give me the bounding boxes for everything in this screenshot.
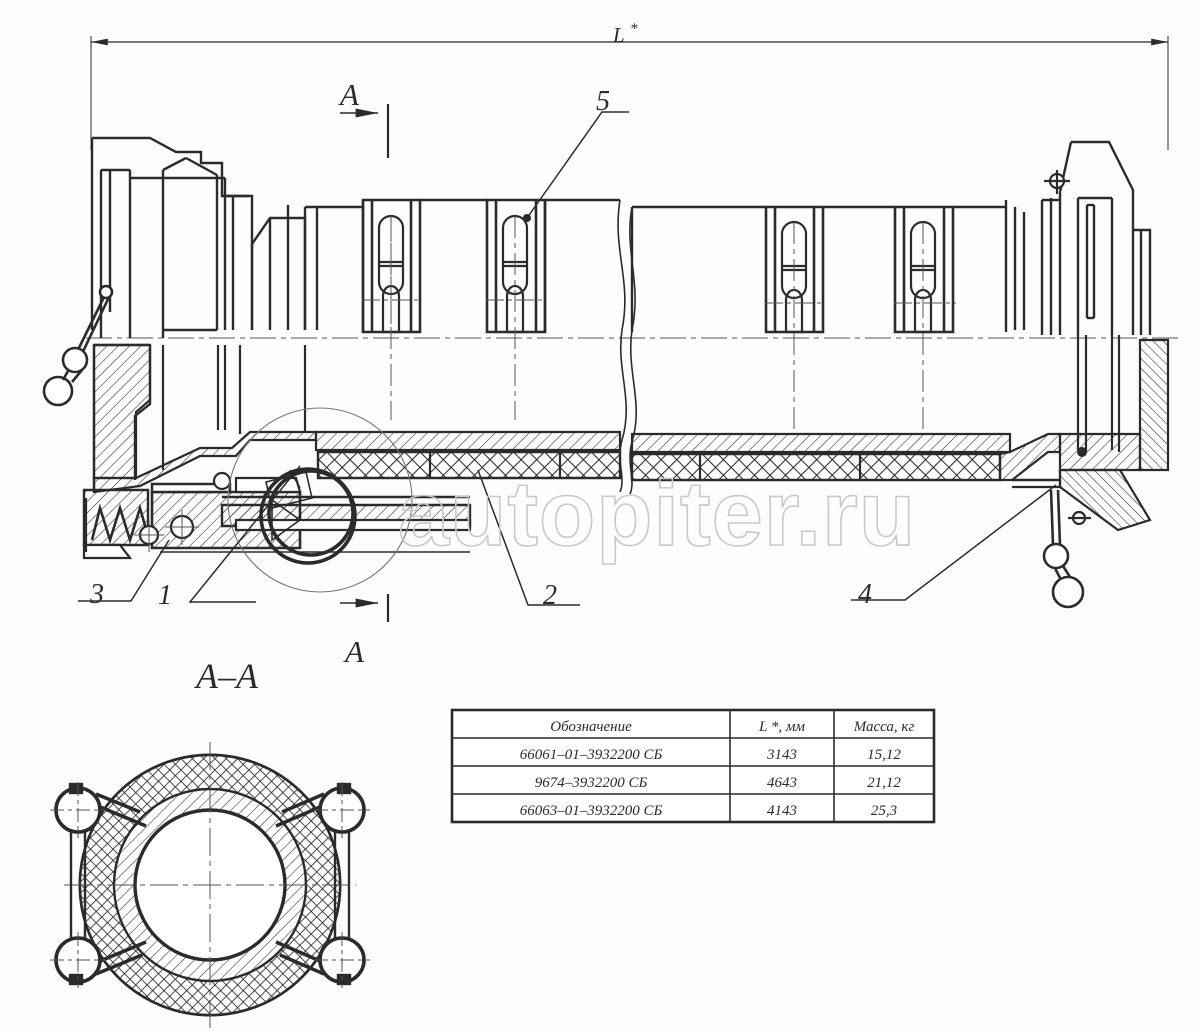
tube-wall-hatch-right bbox=[630, 432, 1012, 454]
right-top-bolt bbox=[1044, 170, 1070, 194]
right-eye-bolt bbox=[1042, 489, 1085, 609]
table-header-length: L *, мм bbox=[758, 719, 805, 735]
spec-table-text: Обозначение L *, мм Масса, кг 66061–01–3… bbox=[520, 719, 915, 819]
table-header-mass: Масса, кг bbox=[853, 719, 915, 735]
section-arrow-top-label: A bbox=[338, 77, 360, 112]
left-shoulder bbox=[250, 205, 307, 330]
spec-table bbox=[450, 708, 936, 824]
section-arrow-bottom-label: A bbox=[343, 634, 365, 669]
table-row: 4143 bbox=[767, 803, 797, 819]
clamp-bracket-group bbox=[361, 198, 956, 430]
tube-wall-hatch-left bbox=[314, 430, 622, 452]
clamp-bracket-1 bbox=[361, 198, 422, 334]
callout-label-4: 4 bbox=[858, 579, 872, 610]
tube-segments bbox=[420, 198, 1026, 332]
table-header-designation: Обозначение bbox=[550, 719, 632, 735]
section-arrow-bottom bbox=[340, 594, 390, 622]
table-row: 3143 bbox=[766, 747, 797, 763]
callout-label-2: 2 bbox=[543, 580, 557, 611]
detail-zone-circle bbox=[227, 407, 413, 593]
callout-label-1: 1 bbox=[158, 580, 172, 611]
coupling-ring bbox=[259, 467, 357, 565]
section-view-a-a bbox=[50, 742, 370, 1028]
bolt-heads bbox=[68, 782, 352, 986]
watermark-text: autopiter.ru bbox=[398, 463, 916, 565]
right-end-housing bbox=[1040, 140, 1152, 335]
spring-coil bbox=[90, 503, 150, 545]
right-end-cap-hatch bbox=[1138, 338, 1170, 472]
drawing-labels: L * A A A–A 5 2 1 3 4 bbox=[89, 21, 872, 696]
table-row: 9674–3932200 СБ bbox=[535, 775, 648, 791]
callout-label-3: 3 bbox=[89, 579, 104, 610]
section-view-title: A–A bbox=[194, 656, 259, 696]
right-lower-bolt bbox=[1068, 510, 1091, 526]
tube-upper-outline bbox=[303, 200, 365, 330]
table-row: 15,12 bbox=[867, 747, 901, 763]
table-row: 25,3 bbox=[871, 803, 897, 819]
table-row: 4643 bbox=[767, 775, 797, 791]
table-row: 21,12 bbox=[867, 775, 901, 791]
overall-dimension-label: L bbox=[612, 23, 625, 47]
table-row: 66063–01–3932200 СБ bbox=[520, 803, 663, 819]
sectioned-body bbox=[92, 335, 1170, 532]
section-arrow-top bbox=[340, 104, 390, 158]
clamp-bracket-4 bbox=[893, 205, 955, 334]
callout-label-5: 5 bbox=[596, 86, 610, 117]
right-flange-hatch bbox=[1058, 432, 1142, 472]
clamp-bracket-3 bbox=[764, 205, 825, 334]
clamp-bolts bbox=[69, 830, 351, 940]
table-row: 66061–01–3932200 СБ bbox=[520, 747, 663, 763]
overall-dimension bbox=[90, 36, 1169, 150]
callout-leaders bbox=[78, 111, 1057, 606]
weld-dot-right bbox=[1077, 447, 1087, 457]
left-eye-bolt bbox=[42, 284, 114, 407]
overall-dimension-superscript: * bbox=[630, 21, 638, 37]
left-end-housing bbox=[90, 136, 254, 338]
